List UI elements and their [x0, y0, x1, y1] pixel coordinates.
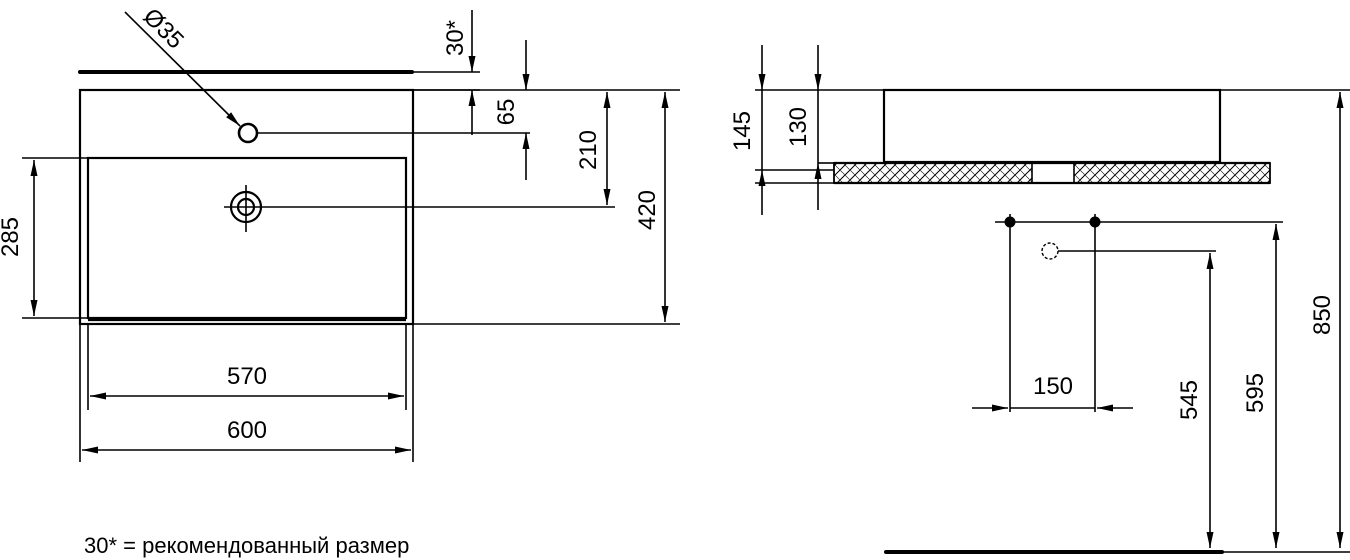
dim-bracket-height: 595	[1242, 373, 1269, 413]
dim-bowl-depth: 285	[0, 217, 24, 257]
dim-total-width: 600	[227, 417, 267, 444]
dim-bracket-spacing: 150	[1033, 373, 1073, 400]
side-view: 145 130 850	[729, 45, 1350, 548]
dim-bowl-height: 130	[785, 107, 812, 147]
dim-drain-offset: 210	[575, 130, 602, 170]
install-view: 150 545 595	[884, 214, 1350, 554]
dim-drain-height: 545	[1176, 380, 1203, 420]
dim-recommended-gap: 30*	[442, 20, 469, 56]
dim-total-depth: 420	[634, 190, 661, 230]
bowl-outline	[86, 156, 408, 320]
side-basin-outline	[882, 88, 1222, 164]
dim-mount-height: 850	[1309, 295, 1336, 335]
top-view: Ø35 30* 65 210 420 285 570	[0, 3, 680, 462]
dim-tap-hole-offset: 65	[493, 99, 520, 126]
drain-outlet-icon	[1041, 242, 1059, 260]
footnote: 30* = рекомендованный размер	[84, 533, 409, 558]
dim-total-height: 145	[729, 111, 756, 151]
tap-hole-icon	[237, 122, 259, 144]
dim-hole-diameter: Ø35	[138, 3, 189, 54]
dim-bowl-width: 570	[227, 363, 267, 390]
